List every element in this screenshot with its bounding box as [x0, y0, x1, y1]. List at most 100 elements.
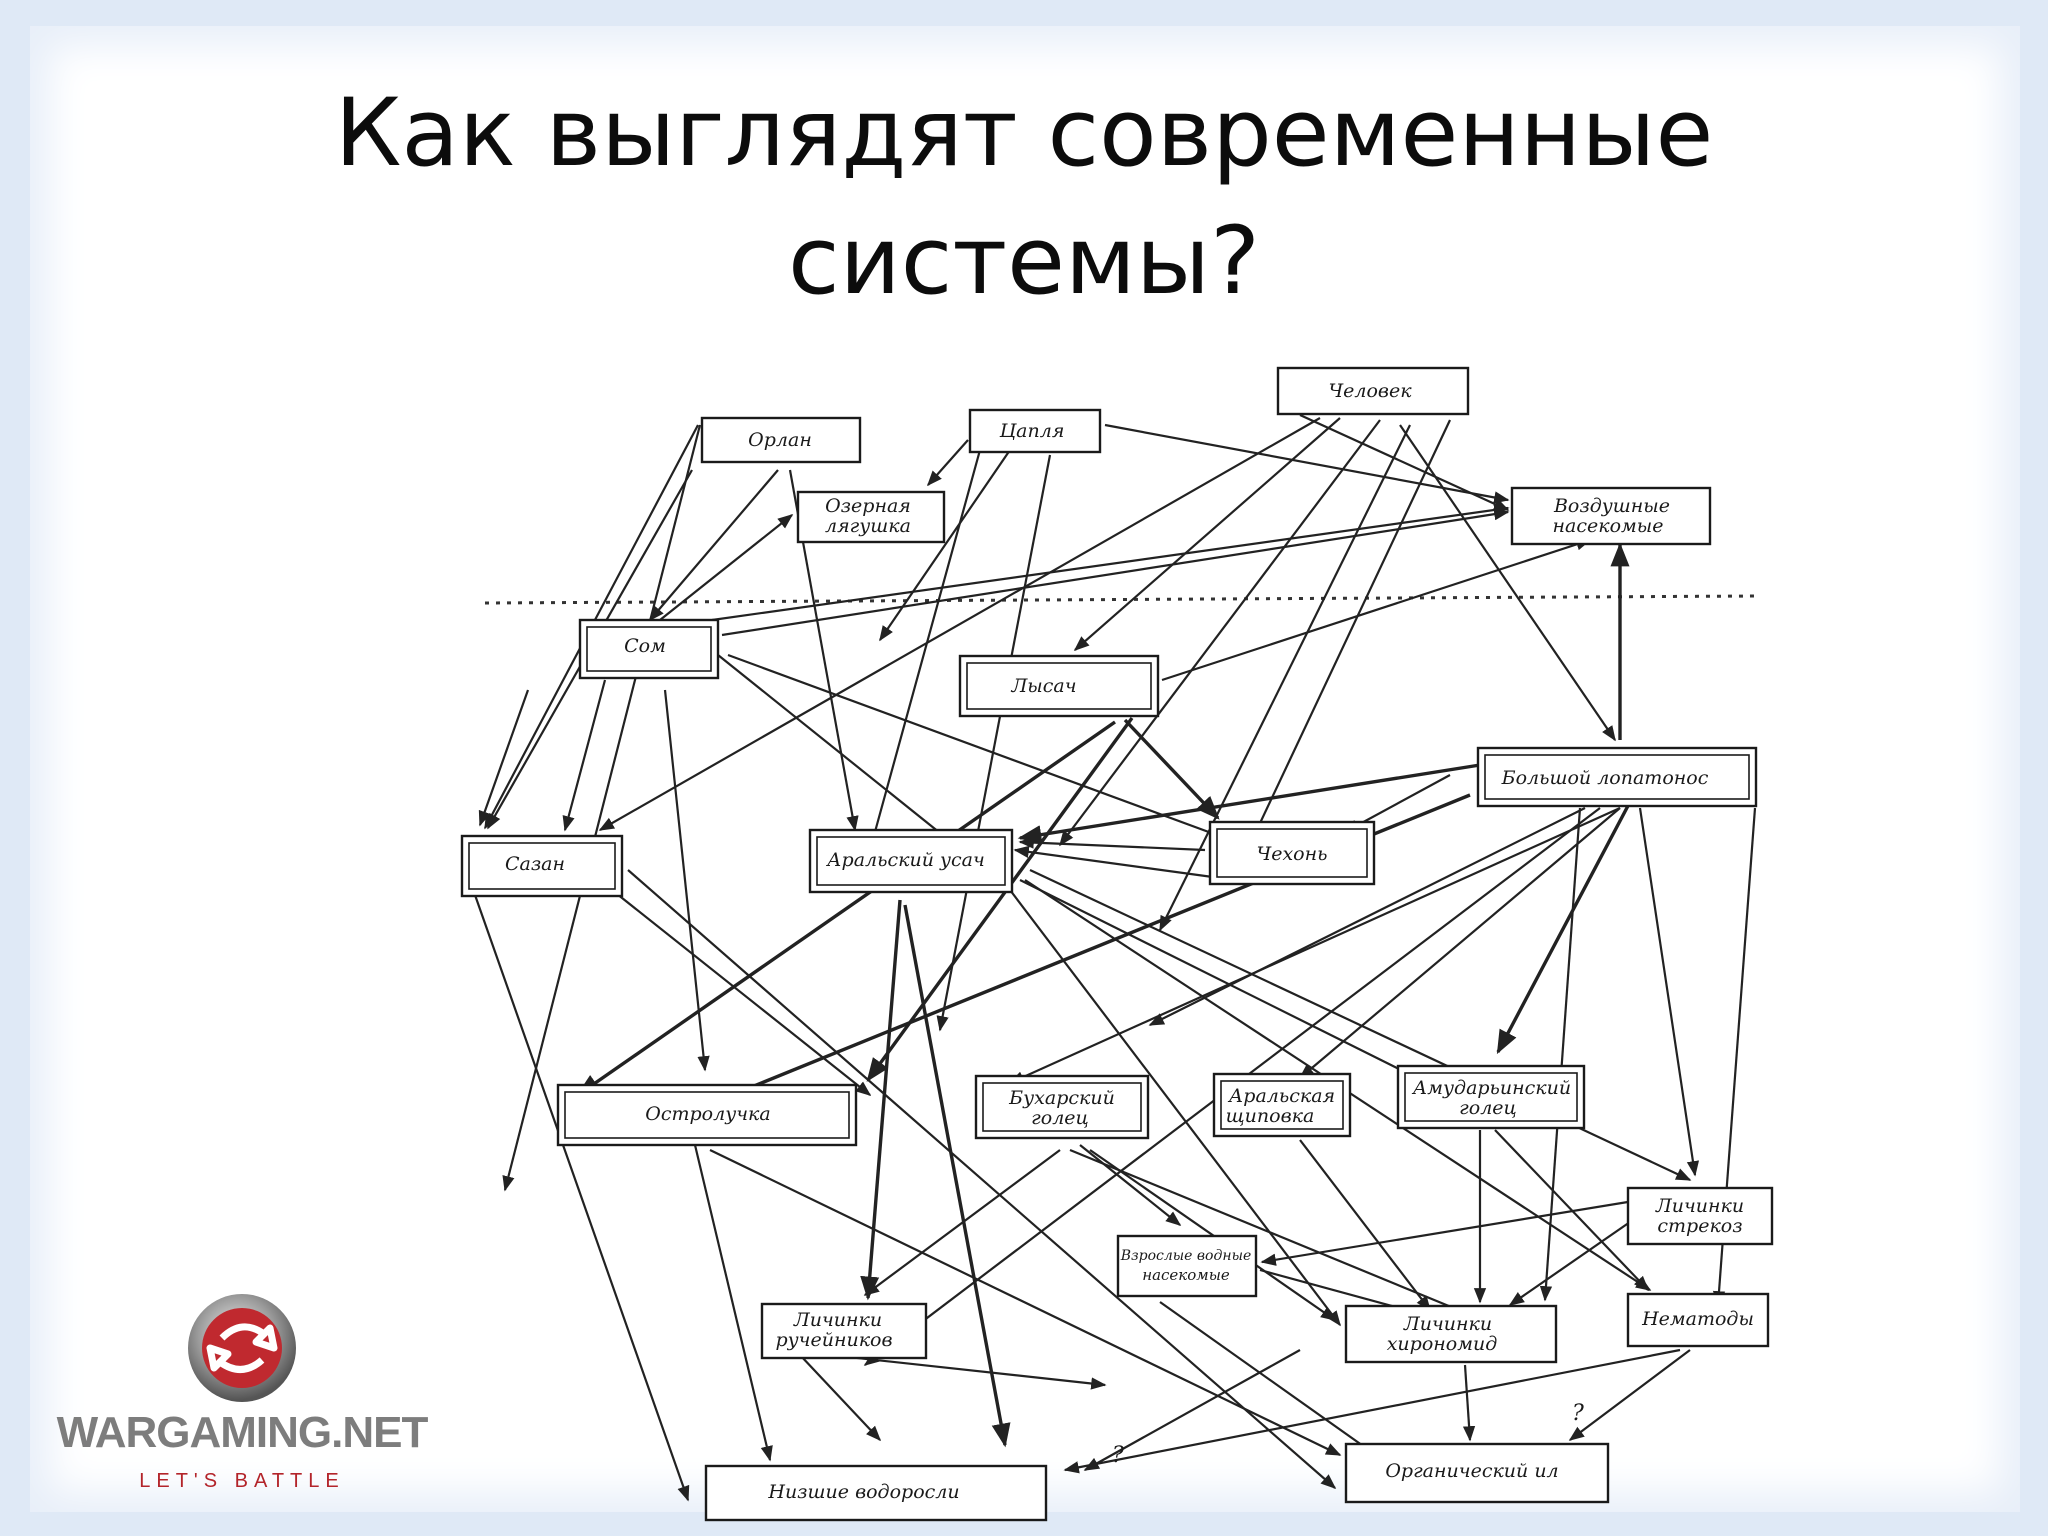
node-rucheyn-label-2: ручейников	[775, 1329, 892, 1351]
edge	[1568, 1349, 1691, 1441]
node-vzroslye-vodnye-nasekomye: Взрослые водные насекомые	[1116, 1234, 1258, 1298]
edge	[721, 508, 1510, 637]
node-rucheyn-label-1: Личинки	[793, 1309, 882, 1331]
edge	[1159, 1301, 1392, 1466]
node-chehon: Чехонь	[1208, 820, 1376, 886]
node-vozdushnye-nasekomye: Воздушные насекомые	[1510, 486, 1712, 546]
wargaming-emblem-icon	[188, 1294, 296, 1402]
node-amudaryinskiy-golec: Амударьинский голец	[1396, 1064, 1586, 1130]
edge	[1161, 538, 1592, 682]
edges	[473, 413, 1757, 1502]
edge	[799, 1354, 882, 1442]
edge	[1148, 807, 1586, 1026]
edge-bold	[1017, 763, 1481, 845]
edge	[1008, 806, 1621, 1085]
edge	[1399, 424, 1616, 742]
node-amudar-label-2: голец	[1459, 1097, 1517, 1119]
wargaming-logo: WARGAMING.NET LET'S BATTLE	[52, 1290, 432, 1500]
node-vozd-label-1: Воздушные	[1553, 495, 1670, 517]
node-nematody: Нематоды	[1626, 1292, 1770, 1348]
node-lichinki-strekoz: Личинки стрекоз	[1626, 1186, 1774, 1246]
node-strekoz-label-2: стрекоз	[1657, 1215, 1742, 1237]
node-strekoz-label-1: Личинки	[1655, 1195, 1744, 1217]
node-aralskiy-usach: Аральский усач	[808, 828, 1014, 894]
edge	[711, 503, 1510, 622]
edge	[1009, 889, 1341, 1327]
edge-bold	[903, 904, 1011, 1448]
node-buhar-label-1: Бухарский	[1008, 1087, 1115, 1109]
edge	[879, 449, 1011, 642]
node-bolshoy-lopatonos: Большой лопатонос	[1476, 746, 1758, 808]
edge	[1069, 1148, 1480, 1320]
node-organicheskiy-il: Органический ил	[1344, 1442, 1610, 1504]
edge	[627, 869, 1337, 1490]
node-lyagushka: Озерная лягушка	[796, 490, 946, 544]
node-sazan: Сазан	[460, 834, 624, 898]
node-buharskiy-golec: Бухарский голец	[974, 1074, 1150, 1140]
node-ostroluchka-label: Остролучка	[645, 1103, 770, 1125]
question-mark-2: ?	[1112, 1443, 1124, 1468]
node-vzrosl-label-2: насекомые	[1142, 1266, 1230, 1284]
node-aralskaya-shipovka: Аральская щиповка	[1212, 1072, 1352, 1138]
edge	[562, 679, 607, 832]
edge	[473, 894, 690, 1502]
edge	[829, 1353, 1107, 1390]
node-nizshie-vodorosli: Низшие водоросли	[704, 1464, 1048, 1522]
edge	[478, 689, 530, 827]
edge	[1260, 1198, 1641, 1266]
question-mark-1: ?	[1572, 1401, 1584, 1426]
node-chehon-label: Чехонь	[1257, 843, 1328, 865]
edge	[1083, 1349, 1301, 1471]
edge-bold	[1496, 801, 1632, 1055]
edge	[611, 889, 872, 1096]
node-sazan-label: Сазан	[505, 853, 565, 875]
title-line-2: системы?	[787, 207, 1261, 316]
slide-title: Как выглядят современные системы?	[0, 70, 2048, 326]
node-usach-label: Аральский усач	[825, 849, 985, 871]
edge	[727, 653, 1227, 840]
edge	[1079, 1144, 1182, 1226]
node-vzrosl-label-1: Взрослые водные	[1120, 1248, 1252, 1264]
edge	[659, 514, 794, 621]
node-lyagushka-label-1: Озерная	[825, 495, 911, 517]
edge	[598, 417, 1321, 831]
edge-bold	[860, 899, 902, 1301]
node-som-label: Сом	[624, 635, 666, 657]
edge-bold	[866, 716, 1134, 1082]
node-lopatonos-label: Большой лопатонос	[1501, 767, 1709, 789]
node-vodorosli-label: Низшие водоросли	[767, 1481, 959, 1503]
node-chelovek-label: Человек	[1328, 380, 1412, 402]
node-som: Сом	[578, 618, 720, 680]
node-lichinki-hironomid: Личинки хирономид	[1344, 1304, 1558, 1364]
edge	[1462, 1364, 1476, 1442]
water-line	[484, 594, 1756, 605]
edge	[1638, 807, 1700, 1177]
node-nematody-label: Нематоды	[1641, 1308, 1754, 1330]
edge	[502, 424, 702, 1192]
node-lysach: Лысач	[958, 654, 1160, 718]
edge	[867, 449, 982, 852]
edge	[1013, 845, 1221, 880]
edge	[1059, 419, 1381, 847]
edge	[926, 439, 969, 487]
edge	[863, 1149, 1061, 1296]
edge	[717, 654, 957, 846]
logo-wordmark: WARGAMING.NET	[56, 1408, 429, 1457]
edge	[1508, 1221, 1631, 1306]
node-caplya: Цапля	[968, 408, 1102, 454]
node-orlan: Орлан	[700, 416, 862, 464]
edge	[1244, 419, 1451, 857]
edge	[1159, 424, 1411, 932]
edge	[1299, 1139, 1431, 1312]
edge	[649, 469, 779, 622]
node-buhar-label-2: голец	[1031, 1107, 1089, 1129]
node-vozd-label-2: насекомые	[1553, 515, 1664, 537]
node-amudar-label-1: Амударьинский	[1411, 1077, 1571, 1099]
edge	[1104, 423, 1510, 504]
node-shipovka-label-1: Аральская	[1227, 1085, 1335, 1107]
node-lyagushka-label-2: лягушка	[825, 515, 911, 537]
edge	[663, 689, 710, 1072]
edge	[1018, 836, 1206, 852]
edge-bold	[1123, 718, 1220, 820]
edge	[693, 1144, 773, 1462]
